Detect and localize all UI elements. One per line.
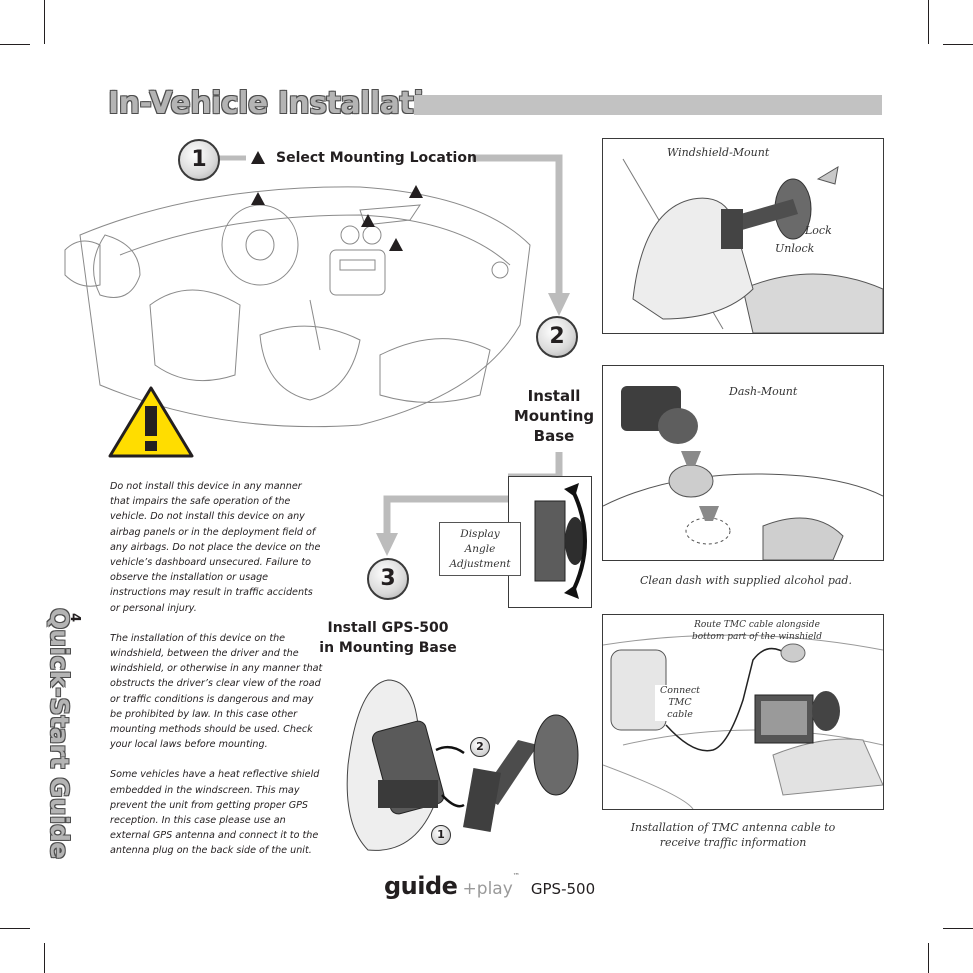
step-2-badge: 2 bbox=[536, 316, 578, 358]
tmc-route-line: Route TMC cable alongside bbox=[694, 620, 820, 630]
dash-mount-caption: Clean dash with supplied alcohol pad. bbox=[640, 574, 852, 587]
dash-mount-photo: Dash-Mount bbox=[602, 365, 884, 561]
step-3-line: Install GPS-500 bbox=[327, 620, 449, 636]
triangle-marker-icon bbox=[251, 151, 265, 164]
triangle-marker-icon bbox=[389, 238, 403, 251]
triangle-marker-icon bbox=[361, 214, 375, 227]
step-3-badge: 3 bbox=[367, 558, 409, 600]
tmc-connect-line: cable bbox=[667, 709, 693, 720]
step-1-badge: 1 bbox=[178, 139, 220, 181]
side-title-text: Quick-Start Guide bbox=[45, 608, 74, 859]
model-name: GPS-500 bbox=[530, 880, 596, 898]
footer-brand: guide +play™ GPS-500 bbox=[384, 872, 595, 900]
crop-mark bbox=[44, 943, 45, 973]
insert-step-2-badge: 2 bbox=[470, 737, 490, 757]
tmc-route-label: Route TMC cable alongside bottom part of… bbox=[687, 619, 827, 643]
step-2-line: Base bbox=[533, 427, 575, 445]
lock-label: Lock bbox=[805, 224, 832, 237]
gps-insert-illustration bbox=[346, 679, 579, 851]
page-number: 4 bbox=[67, 612, 83, 623]
step-3-line: in Mounting Base bbox=[319, 640, 457, 656]
brand-play: play bbox=[476, 879, 513, 899]
angle-callout: Display Angle Adjustment bbox=[439, 522, 521, 576]
crop-mark bbox=[943, 44, 973, 45]
windshield-mount-photo: Windshield-Mount Lock Unlock bbox=[602, 138, 884, 334]
dash-mount-title: Dash-Mount bbox=[729, 385, 798, 398]
brand-plus: + bbox=[462, 879, 477, 899]
page-title: In-Vehicle Installation bbox=[108, 86, 465, 121]
triangle-marker-icon bbox=[251, 192, 265, 205]
title-bar bbox=[414, 95, 882, 115]
brand-tm: ™ bbox=[512, 872, 520, 880]
warning-paragraph: Do not install this device in any manner… bbox=[110, 481, 321, 614]
windshield-mount-illustration bbox=[622, 158, 883, 333]
tmc-route-line: bottom part of the winshield bbox=[692, 632, 822, 642]
car-interior-illustration bbox=[64, 186, 531, 428]
angle-callout-line: Display bbox=[460, 528, 500, 540]
tmc-illustration bbox=[603, 634, 883, 809]
tmc-connect-line: Connect bbox=[660, 685, 700, 696]
angle-adjustment-illustration bbox=[534, 483, 587, 599]
angle-adjustment-photo bbox=[508, 476, 592, 608]
crop-mark bbox=[928, 943, 929, 973]
side-title: Quick-Start Guide bbox=[45, 608, 96, 878]
crop-mark bbox=[44, 0, 45, 44]
step-2-line: Install bbox=[527, 387, 581, 405]
tmc-caption: Installation of TMC antenna cable to rec… bbox=[628, 820, 838, 850]
warning-exclamation-icon bbox=[108, 386, 194, 458]
step-3-label: Install GPS-500 in Mounting Base bbox=[314, 618, 462, 658]
warning-paragraph: The installation of this device on the w… bbox=[110, 632, 323, 751]
step-2-line: Mounting bbox=[513, 407, 595, 425]
tmc-caption-line: Installation of TMC antenna cable to bbox=[630, 821, 836, 834]
tmc-connect-line: TMC bbox=[668, 697, 692, 708]
crop-mark bbox=[928, 0, 929, 44]
brand-guide: guide bbox=[384, 872, 458, 900]
angle-callout-line: Adjustment bbox=[449, 558, 511, 570]
angle-callout-line: Angle bbox=[464, 543, 496, 555]
tmc-caption-line: receive traffic information bbox=[659, 836, 807, 849]
crop-mark bbox=[0, 44, 30, 45]
dash-mount-illustration bbox=[603, 386, 883, 560]
step-2-label: Install Mounting Base bbox=[504, 386, 604, 446]
tmc-installation-photo: Route TMC cable alongside bottom part of… bbox=[602, 614, 884, 810]
tmc-connect-label: Connect TMC cable bbox=[655, 685, 705, 721]
crop-mark bbox=[943, 928, 973, 929]
warning-paragraph: Some vehicles have a heat reflective shi… bbox=[110, 769, 320, 857]
triangle-marker-icon bbox=[409, 185, 423, 198]
warning-text: Do not install this device in any manner… bbox=[110, 479, 324, 874]
step-1-label: Select Mounting Location bbox=[276, 150, 477, 166]
insert-step-1-badge: 1 bbox=[431, 825, 451, 845]
unlock-label: Unlock bbox=[775, 242, 815, 255]
crop-mark bbox=[0, 928, 30, 929]
windshield-mount-title: Windshield-Mount bbox=[667, 146, 770, 159]
